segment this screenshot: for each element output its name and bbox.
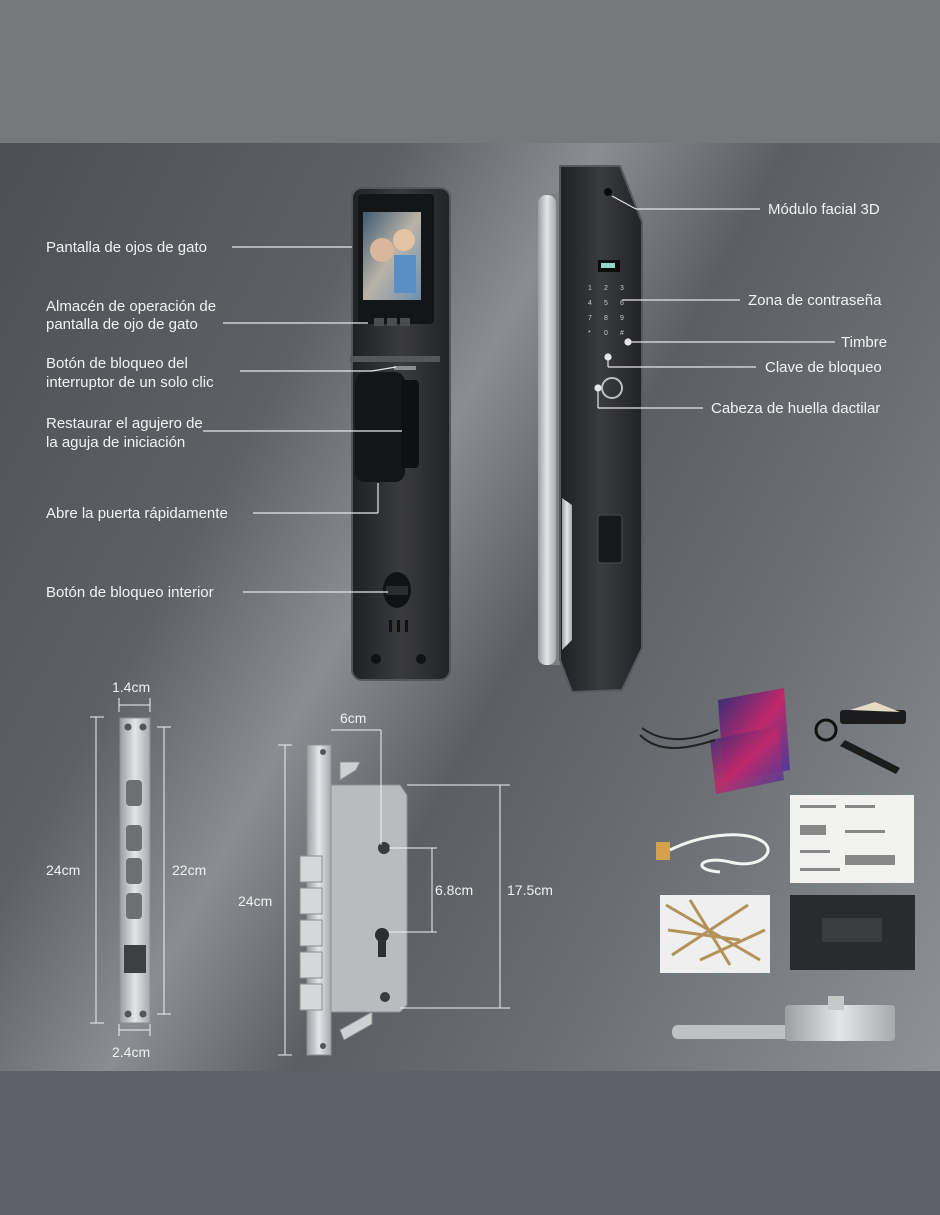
label-fingerprint: Cabeza de huella dactilar <box>711 400 881 417</box>
top-band <box>0 0 940 143</box>
label-reset-1: Restaurar el agujero de <box>46 415 203 432</box>
bottom-band <box>0 1071 940 1215</box>
leader-lines <box>203 195 835 593</box>
keypad-key[interactable]: 0 <box>604 330 608 337</box>
dim-strike-top: 1.4cm <box>112 679 151 695</box>
dim-mortise-body: 17.5cm <box>507 882 553 898</box>
label-inner-lock: Botón de bloqueo interior <box>46 584 214 601</box>
label-one-click-1: Botón de bloqueo del <box>46 355 188 372</box>
dim-mortise-height: 24cm <box>238 893 273 909</box>
front-lock <box>350 187 451 681</box>
keypad-key[interactable]: 9 <box>620 315 624 322</box>
keypad: 1 2 3 4 5 6 7 8 9 * 0 # <box>588 285 638 355</box>
back-lock <box>538 165 643 694</box>
dim-strike-height-inner: 22cm <box>172 862 207 878</box>
fingerprint-reader <box>601 377 623 399</box>
key <box>840 710 906 724</box>
keypad-key[interactable]: 6 <box>620 300 624 307</box>
keypad-key[interactable]: 2 <box>604 285 608 292</box>
label-peephole-storage-1: Almacén de operación de <box>46 298 217 315</box>
keypad-key[interactable]: 5 <box>604 300 608 307</box>
keypad-key[interactable]: 7 <box>588 315 592 322</box>
strike-plate <box>119 717 151 1024</box>
label-reset-2: la aguja de iniciación <box>46 434 186 451</box>
dim-mortise-spacing: 6.8cm <box>435 882 474 898</box>
keypad-key[interactable]: 3 <box>620 285 624 292</box>
front-handle <box>355 372 405 482</box>
dimension-lines <box>90 698 510 1056</box>
label-face-module: Módulo facial 3D <box>768 201 880 218</box>
accessories <box>639 688 915 1041</box>
keypad-key[interactable]: 1 <box>588 285 592 292</box>
label-one-click-2: interruptor de un solo clic <box>46 374 214 391</box>
keypad-key[interactable]: 4 <box>588 300 592 307</box>
keypad-key[interactable]: # <box>620 330 624 337</box>
keypad-key[interactable]: 8 <box>604 315 608 322</box>
label-doorbell: Timbre <box>841 334 888 351</box>
usb-cable <box>656 842 670 860</box>
label-peephole-screen: Pantalla de ojos de gato <box>46 239 207 256</box>
dim-strike-bottom: 2.4cm <box>112 1044 151 1060</box>
keypad-key[interactable]: * <box>588 330 591 337</box>
label-password-zone: Zona de contraseña <box>748 292 882 309</box>
label-peephole-storage-2: pantalla de ojo de gato <box>46 316 198 333</box>
dim-mortise-backset: 6cm <box>340 710 367 726</box>
mortise-body <box>299 744 408 1056</box>
dim-strike-height-outer: 24cm <box>46 862 81 878</box>
lock-cylinder <box>672 1025 802 1039</box>
label-lock-key: Clave de bloqueo <box>765 359 882 376</box>
product-panel <box>0 143 940 1071</box>
label-quick-open: Abre la puerta rápidamente <box>46 505 228 522</box>
face-camera <box>604 188 612 196</box>
